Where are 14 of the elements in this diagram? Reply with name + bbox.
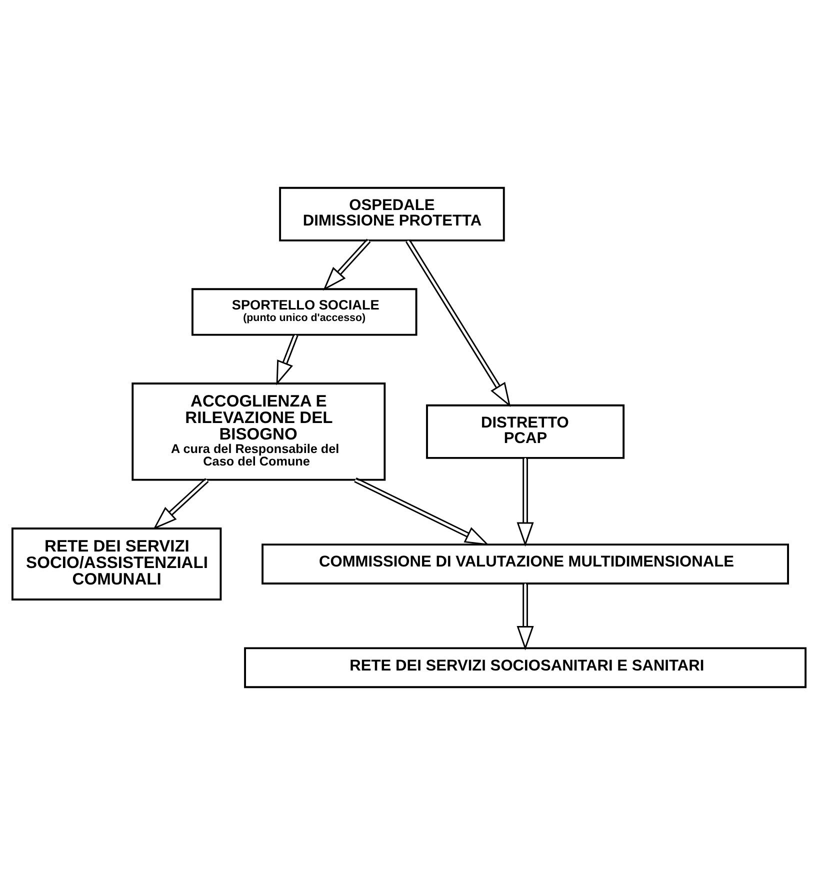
- arrow: [276, 334, 298, 386]
- node-box: DISTRETTO PCAP: [426, 404, 625, 459]
- node-box: RETE DEI SERVIZI SOCIOSANITARI E SANITARI: [244, 647, 807, 688]
- arrow: [406, 239, 511, 408]
- node-box: RETE DEI SERVIZI SOCIO/ASSISTENZIALI COMUNALI: [11, 528, 222, 600]
- node-box: COMMISSIONE DI VALUTAZIONE MULTIDIMENSIONALE: [262, 544, 789, 584]
- node-box: ACCOGLIENZA E RILEVAZIONE DEL BISOGNO A cura del Responsabile del Caso del Comune: [132, 382, 386, 481]
- arrow: [354, 478, 490, 546]
- arrow: [516, 458, 534, 547]
- node-box: OSPEDALE DIMISSIONE PROTETTA: [279, 186, 505, 242]
- node-box: SPORTELLO SOCIALE (punto unico d'accesso): [192, 288, 418, 336]
- arrow: [153, 478, 209, 530]
- arrow: [322, 238, 371, 291]
- arrow: [516, 584, 534, 650]
